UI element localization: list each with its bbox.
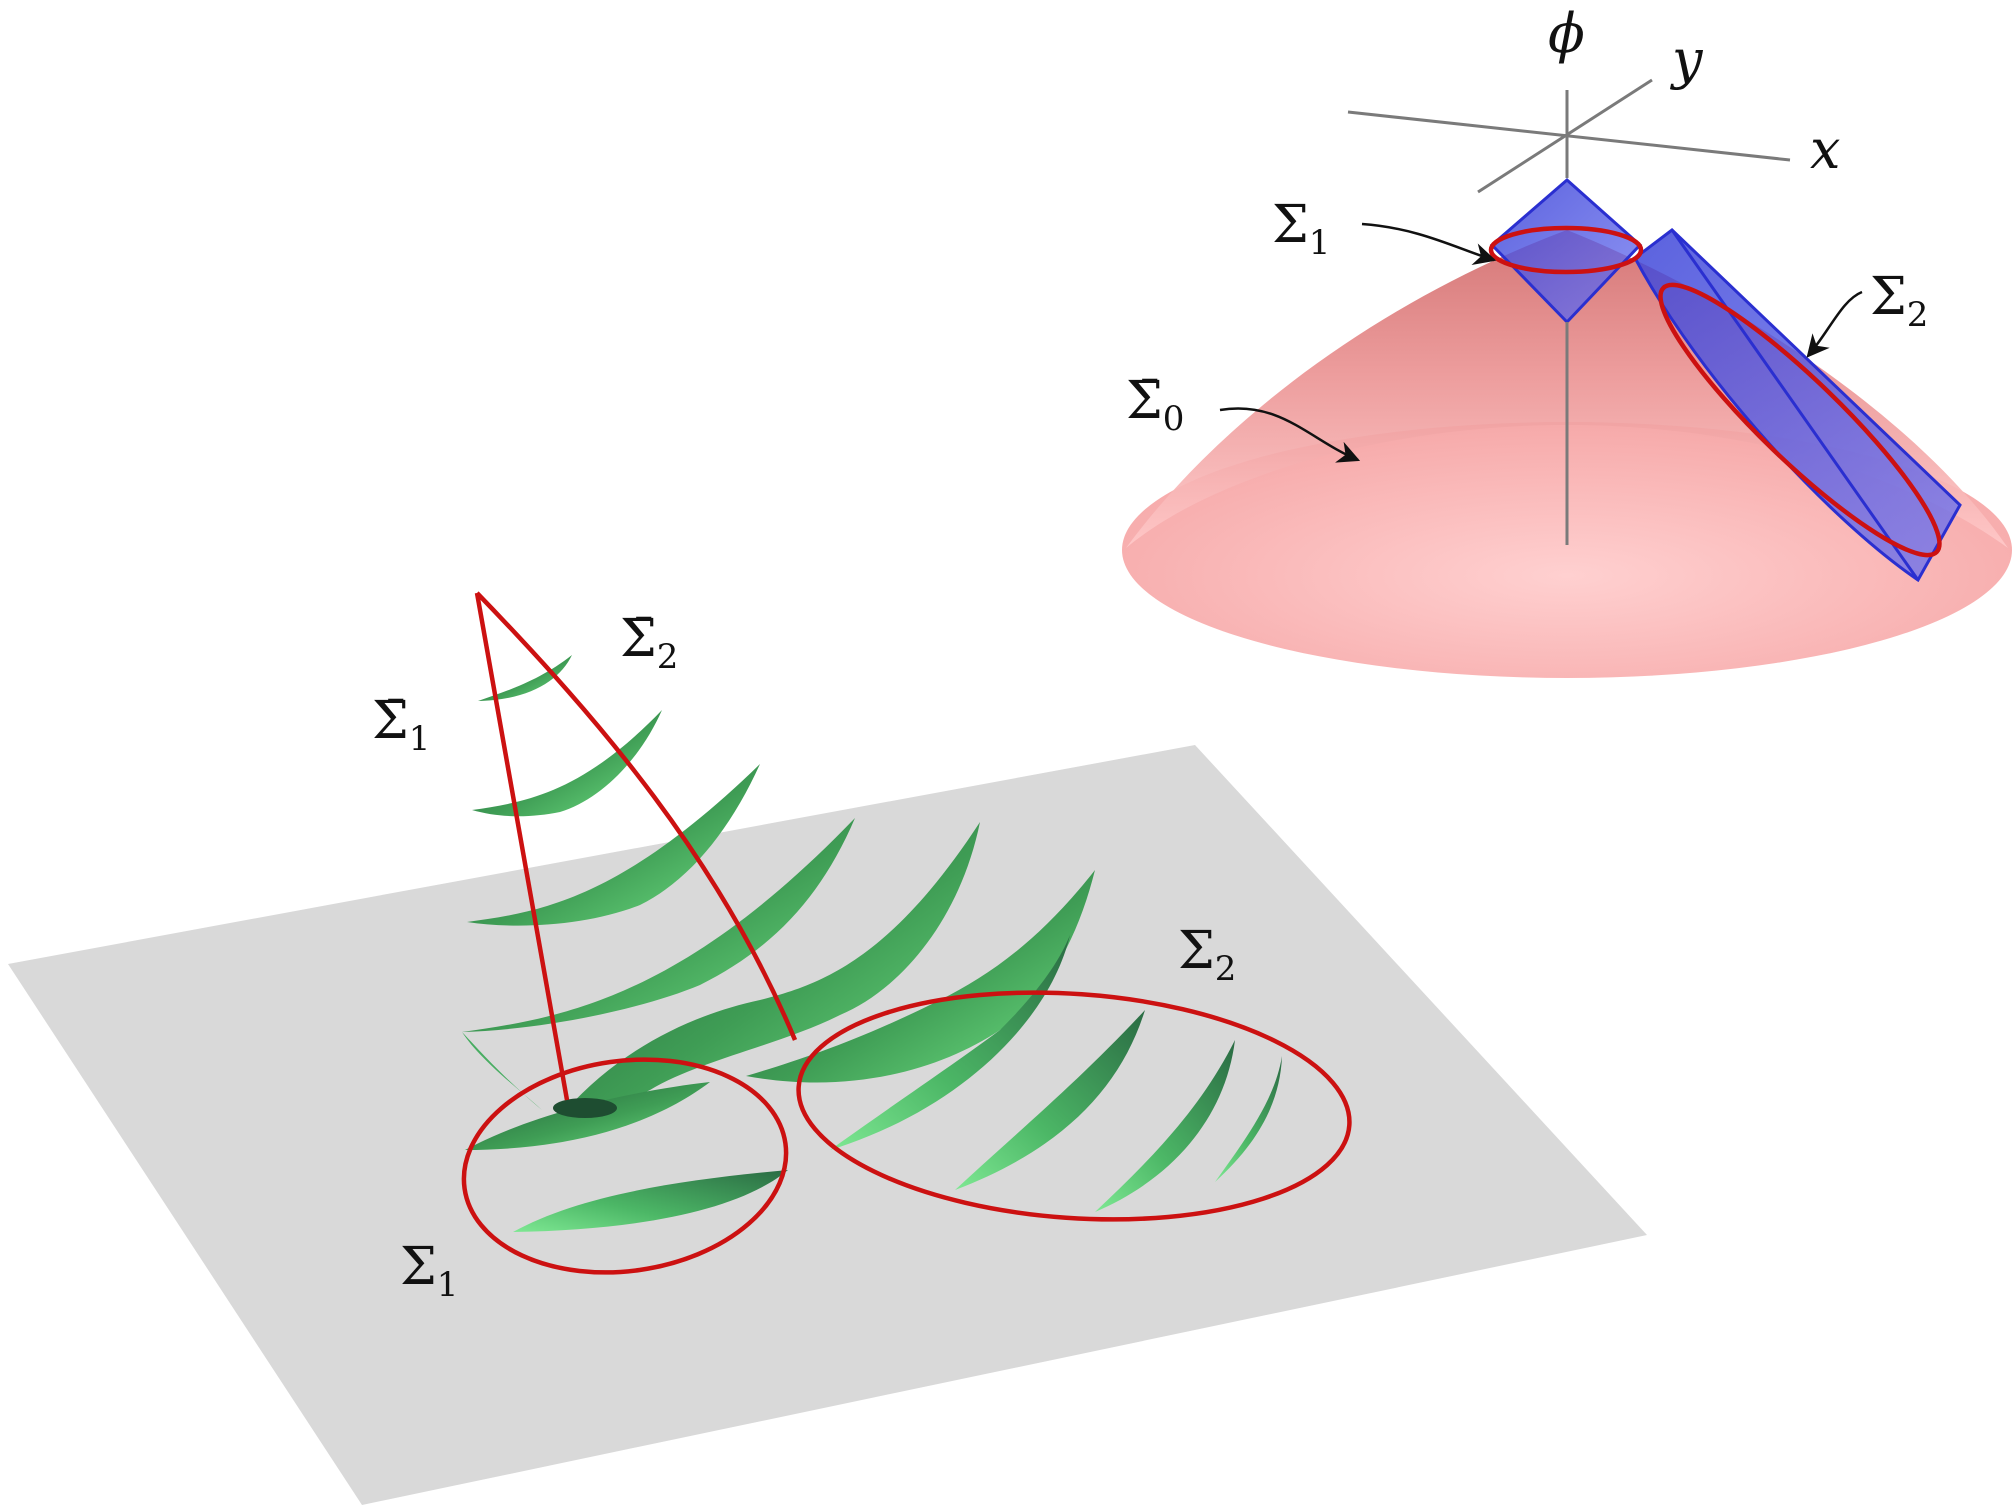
green-sheet	[513, 1170, 788, 1232]
green-surfaces	[462, 655, 1282, 1232]
arrow-sigma-bar-0	[1219, 407, 1361, 463]
green-sheet	[746, 870, 1095, 1083]
axis-label-y: y	[1670, 28, 1704, 91]
red-curves	[461, 591, 1352, 1275]
green-sheet	[478, 655, 572, 701]
ground-plane	[8, 745, 1647, 1505]
label-top-sigma-1: Σ1	[1272, 195, 1330, 263]
y-axis	[1477, 78, 1653, 194]
x-axis	[1347, 110, 1791, 162]
green-throat	[553, 1098, 617, 1118]
axes	[1347, 78, 1791, 545]
green-sheet	[566, 822, 980, 1110]
axis-label-phi: ϕ	[1548, 2, 1585, 65]
top-panel: ϕ y x Σ1 Σ2 Σ̄0	[1122, 2, 2012, 678]
annotation-arrows	[1219, 222, 1863, 463]
label-top-sigma-2: Σ2	[1870, 267, 1928, 335]
bottom-panel: Σ̄1 Σ̄2 Σ1 Σ2	[8, 591, 1647, 1505]
sigma-bar-1-curve	[474, 592, 570, 1101]
green-sheet	[462, 818, 855, 1032]
sigma-bar-2-curve	[475, 591, 798, 1041]
cone-sigma-2-curve	[1658, 282, 1942, 558]
blue-ridge	[1670, 229, 1920, 581]
label-sigma-bar-2: Σ̄2	[620, 609, 678, 677]
axis-label-x: x	[1810, 118, 1840, 181]
arrow-sigma-1	[1361, 222, 1497, 266]
label-sigma-bar-1: Σ̄1	[372, 691, 430, 759]
green-sheet	[467, 764, 760, 926]
arrow-sigma-2	[1806, 290, 1863, 358]
sigma-1-curve	[461, 1057, 789, 1275]
label-sigma-1: Σ1	[400, 1237, 458, 1305]
label-sigma-2: Σ2	[1178, 921, 1236, 989]
sigma-2-curve	[796, 990, 1352, 1222]
green-sheet	[472, 710, 662, 817]
label-top-sigma-bar-0: Σ̄0	[1126, 371, 1184, 439]
cone-base	[1122, 422, 2012, 678]
